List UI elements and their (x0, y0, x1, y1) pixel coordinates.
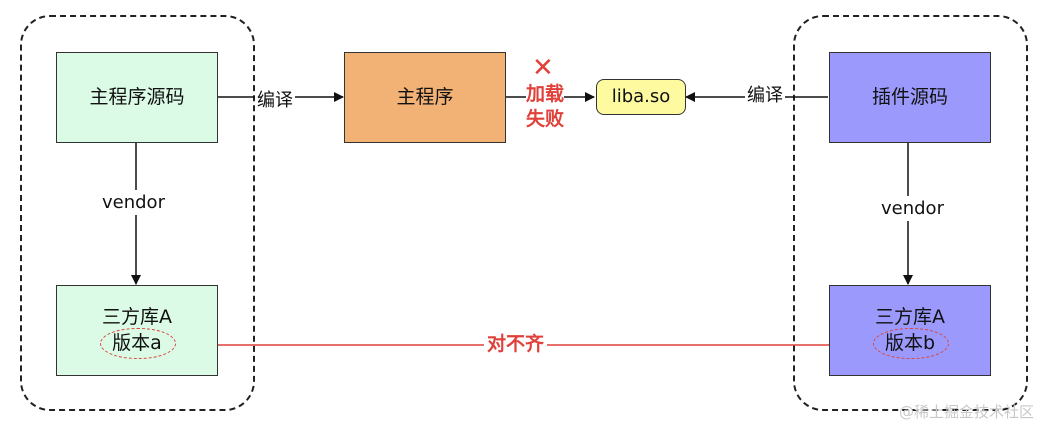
left-vendor-label: vendor (100, 190, 167, 215)
liba-so-box: liba.so (596, 79, 686, 115)
left-compile-label: 编译 (255, 86, 295, 112)
right-compile-label: 编译 (745, 81, 785, 107)
left-lib-name: 三方库A (102, 305, 172, 328)
right-lib-name: 三方库A (875, 305, 945, 328)
load-failed-line1: 加载 (526, 83, 565, 105)
main-program-box: 主程序 (344, 52, 506, 143)
main-source-text: 主程序源码 (89, 85, 185, 108)
right-lib-version: 版本b (872, 327, 950, 359)
plugin-source-box: 插件源码 (829, 52, 991, 143)
plugin-source-text: 插件源码 (871, 85, 948, 108)
load-failed-label: 加载 失败 (526, 82, 565, 132)
plugin-group (793, 15, 1028, 411)
watermark: @稀土掘金技术社区 (898, 403, 1034, 421)
left-lib-box: 三方库A 版本a (56, 285, 218, 376)
main-source-box: 主程序源码 (56, 52, 218, 143)
load-failed-line2: 失败 (526, 107, 565, 130)
mismatch-label: 对不齐 (484, 332, 548, 357)
main-program-text: 主程序 (396, 85, 454, 108)
liba-so-text: liba.so (611, 85, 671, 107)
main-program-group (20, 15, 255, 411)
left-lib-version: 版本a (100, 327, 176, 359)
fail-x-icon: ✕ (532, 53, 554, 83)
right-lib-box: 三方库A 版本b (829, 285, 991, 376)
right-vendor-label: vendor (879, 196, 946, 221)
